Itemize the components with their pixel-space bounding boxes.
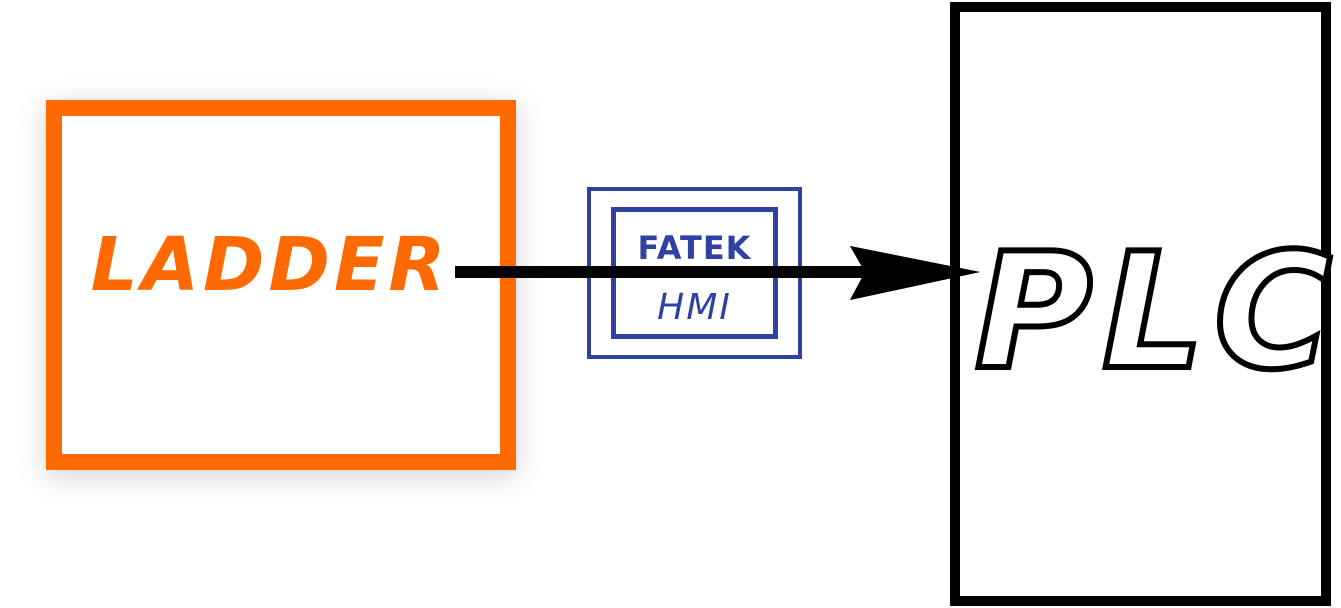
badge-inner-frame: FATEK HMI (611, 207, 778, 339)
fatek-hmi-badge: FATEK HMI (587, 187, 802, 359)
ladder-label: LADDER (90, 222, 450, 308)
ladder-box (46, 100, 516, 470)
plc-label: PLC (972, 218, 1341, 405)
arrow-head (850, 246, 980, 300)
plc-box (950, 2, 1331, 606)
badge-brand-text: FATEK (637, 229, 752, 267)
badge-sub-text: HMI (657, 287, 732, 328)
